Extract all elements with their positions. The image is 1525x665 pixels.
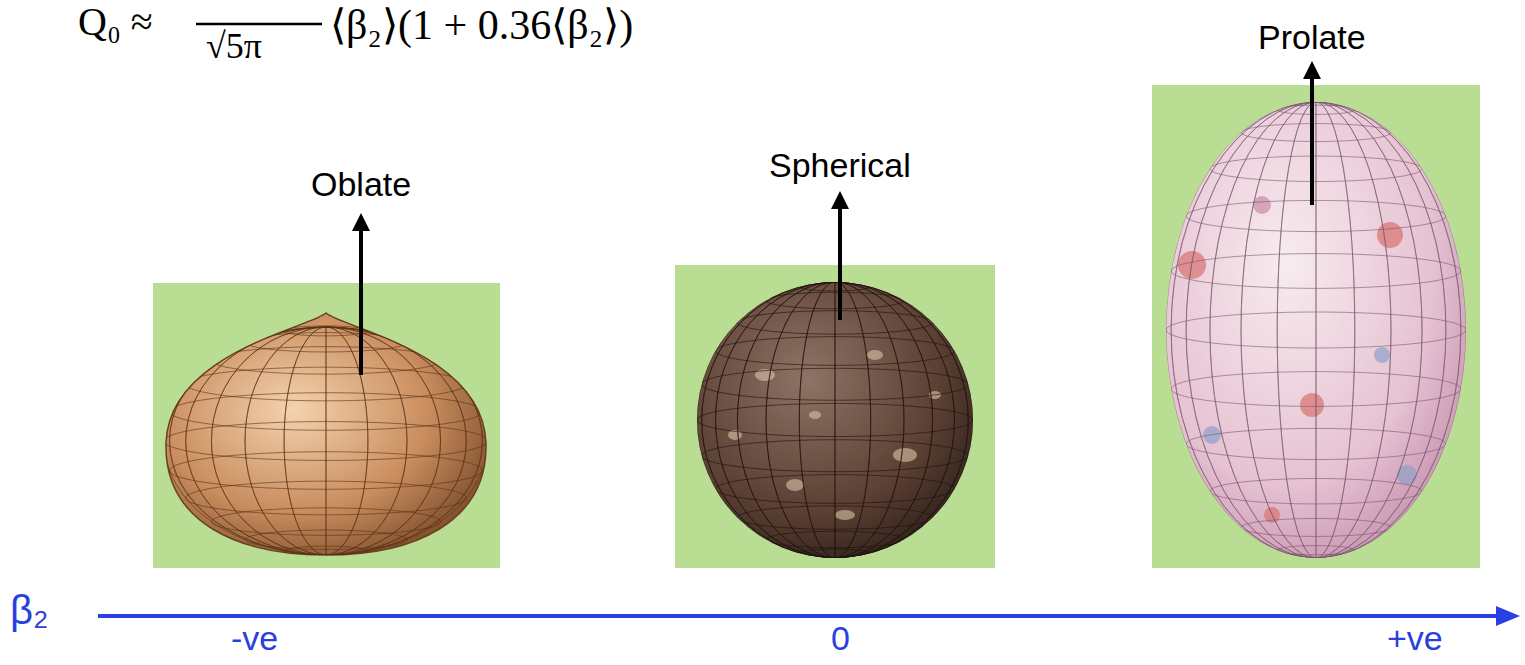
formula-lhs: Q₀ ≈	[78, 0, 153, 44]
axis-tick-label: +ve	[1387, 620, 1443, 657]
axis-line	[98, 614, 1500, 618]
axis-tick-label: 0	[831, 620, 850, 657]
shape-label: Prolate	[1258, 19, 1366, 56]
fraction-bar	[196, 23, 322, 26]
prolate-shape	[1152, 85, 1480, 568]
shape-panel: Oblate	[153, 283, 500, 568]
oblate-shape	[153, 283, 500, 568]
axis-head	[1496, 606, 1520, 626]
sphere-shape	[675, 265, 995, 568]
shape-panel: Spherical	[675, 265, 995, 568]
shape-label: Spherical	[769, 147, 911, 184]
shape-label: Oblate	[311, 166, 411, 203]
axis-tick-label: -ve	[231, 620, 278, 657]
formula-denominator: √5π	[206, 27, 262, 67]
formula-rhs: ⟨β₂⟩(1 + 0.36⟨β₂⟩)	[330, 2, 633, 48]
axis-label: β₂	[10, 588, 49, 632]
shape-panel: Prolate	[1152, 85, 1480, 568]
